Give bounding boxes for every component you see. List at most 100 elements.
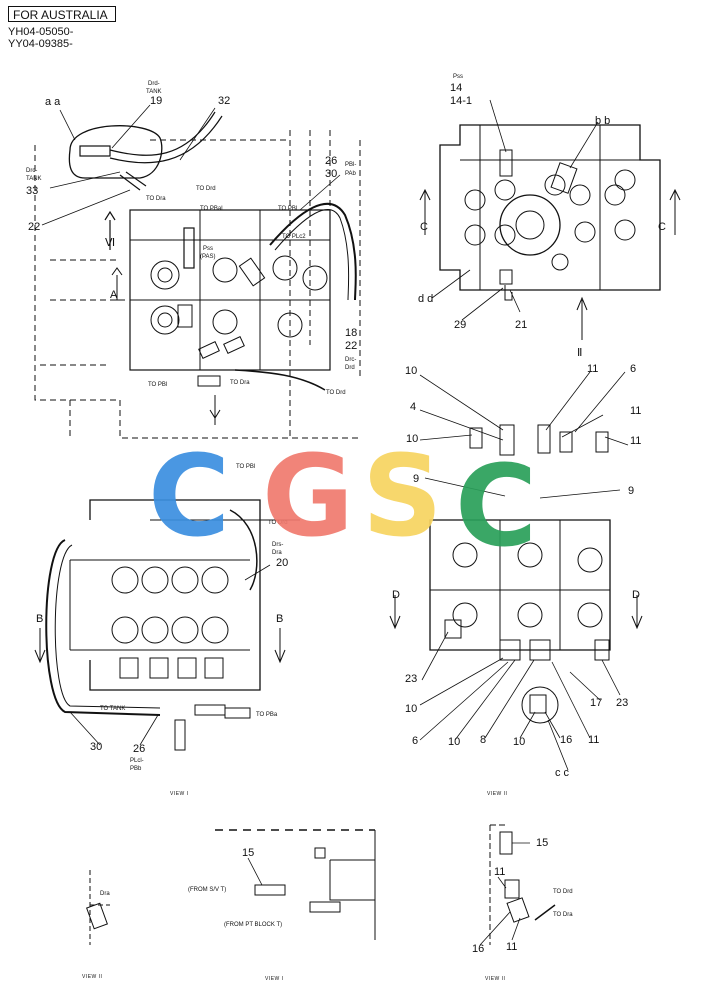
caption-view-bottom-mid: VIEW I [265, 976, 284, 982]
label-from-sv: (FROM S/V T) [188, 887, 226, 893]
label-26-top: 26 [325, 155, 337, 167]
view2-assembly [389, 424, 643, 724]
label-cc: c c [555, 767, 570, 779]
label-to-pbal: TO PBal [200, 206, 223, 212]
label-30-top: 30 [325, 168, 337, 180]
label-11-d: 11 [588, 734, 599, 746]
label-11-b: 11 [630, 405, 641, 417]
label-10-b: 10 [406, 433, 418, 445]
label-18: 18 [345, 327, 357, 339]
view1-assembly [34, 499, 300, 751]
label-16-b: 16 [472, 943, 484, 955]
label-6-b: 6 [412, 735, 418, 747]
label-drc-tank: Drc- [26, 168, 37, 174]
label-a: A [110, 289, 118, 301]
label-11-f: 11 [506, 941, 517, 953]
label-10-c: 10 [405, 703, 417, 715]
watermark-letter-3: S [362, 432, 443, 562]
label-33: 33 [26, 185, 38, 197]
label-22-right: 22 [345, 340, 357, 352]
label-15-b: 15 [536, 837, 548, 849]
caption-view-bottom-left: VIEW II [82, 974, 102, 980]
label-b-right: B [276, 613, 283, 625]
label-drs-dra-2: Dra [272, 550, 282, 556]
label-plcl-pbb-2: PBb [130, 766, 142, 772]
watermark-letter-2: G [262, 432, 354, 562]
label-6-a: 6 [630, 363, 636, 375]
label-drc-drd-2: Drd [345, 365, 355, 371]
label-21: 21 [515, 319, 527, 331]
label-17: 17 [590, 697, 602, 709]
label-22-top: 22 [28, 221, 40, 233]
label-to-pbl-2: TO PBl [148, 382, 167, 388]
label-pss-pas-2: (PAS) [200, 254, 216, 260]
watermark-letter-1: C [148, 432, 230, 562]
label-16-a: 16 [560, 734, 572, 746]
label-4: 4 [410, 401, 416, 413]
label-plcl-pbb: PLcl- [130, 758, 144, 764]
label-to-dra-3: TO Dra [553, 912, 573, 918]
label-to-pbl-1: TO PBl [278, 206, 297, 212]
label-to-drd-1: TO Drd [196, 186, 216, 192]
label-to-pba: TO PBa [256, 712, 278, 718]
label-d-right: D [632, 589, 640, 601]
label-11-e: 11 [494, 866, 505, 878]
label-14-1: 14-1 [450, 95, 472, 107]
label-29: 29 [454, 319, 466, 331]
label-23-b: 23 [616, 697, 628, 709]
label-23-a: 23 [405, 673, 417, 685]
label-aa: a a [45, 96, 61, 108]
label-14: 14 [450, 82, 462, 94]
label-20: 20 [276, 557, 288, 569]
label-pss-pas: Pss [203, 246, 213, 252]
label-26-bottom: 26 [133, 743, 145, 755]
label-pbl-pab: PBl- [345, 162, 356, 168]
label-view-vi: Ⅵ [105, 237, 115, 249]
label-19: 19 [150, 95, 162, 107]
label-drc-tank-2: TANK [26, 176, 42, 182]
serial-line-1: YH04-05050- [8, 26, 74, 38]
caption-view-bottom-right: VIEW II [485, 976, 505, 982]
label-from-pt: (FROM PT BLOCK T) [224, 922, 282, 928]
label-to-drd-4: TO Drd [553, 889, 573, 895]
label-d-left: D [392, 589, 400, 601]
label-9-b: 9 [628, 485, 634, 497]
label-drd-tank-2: TANK [146, 89, 162, 95]
label-bb: b b [595, 115, 610, 127]
serial-range: YH04-05050- YY04-09385- [8, 26, 73, 50]
label-10-a: 10 [405, 365, 417, 377]
diagram-labels: a a Drd- TANK 19 32 Drc- TANK 33 22 Ⅵ A … [26, 74, 666, 982]
label-view-ii-arrow: Ⅱ [577, 347, 582, 359]
caption-view-i: VIEW I [170, 791, 189, 797]
label-to-dra-2: TO Dra [230, 380, 250, 386]
watermark-letter-4: C [455, 442, 537, 572]
label-to-tank: TO TANK [100, 706, 125, 712]
leader-lines [41, 99, 629, 946]
top-left-assembly [34, 111, 361, 439]
label-pss-right: Pss [453, 74, 463, 80]
label-to-pbl-3: TO PBl [236, 464, 255, 470]
label-drc-drd: Drc- [345, 357, 356, 363]
label-8: 8 [480, 734, 486, 746]
label-11-c: 11 [630, 435, 641, 447]
caption-view-ii: VIEW II [487, 791, 507, 797]
top-right-assembly [419, 124, 681, 340]
label-30-bottom: 30 [90, 741, 102, 753]
label-pbl-pab-2: PAb [345, 171, 357, 177]
serial-line-2: YY04-09385- [8, 38, 73, 50]
label-to-drd-3: TO Drd [268, 520, 288, 526]
label-10-e: 10 [513, 736, 525, 748]
label-dra-small: Dra [100, 891, 110, 897]
label-drs-dra: Drs- [272, 542, 283, 548]
label-b-left: B [36, 613, 43, 625]
bottom-views [86, 824, 556, 945]
label-15-a: 15 [242, 847, 254, 859]
label-to-drd-2: TO Drd [326, 390, 346, 396]
region-tag: FOR AUSTRALIA [8, 6, 116, 22]
label-10-d: 10 [448, 736, 460, 748]
label-11-a: 11 [587, 363, 598, 375]
label-c-right: C [658, 221, 666, 233]
watermark-logo: C G S C [148, 432, 537, 572]
